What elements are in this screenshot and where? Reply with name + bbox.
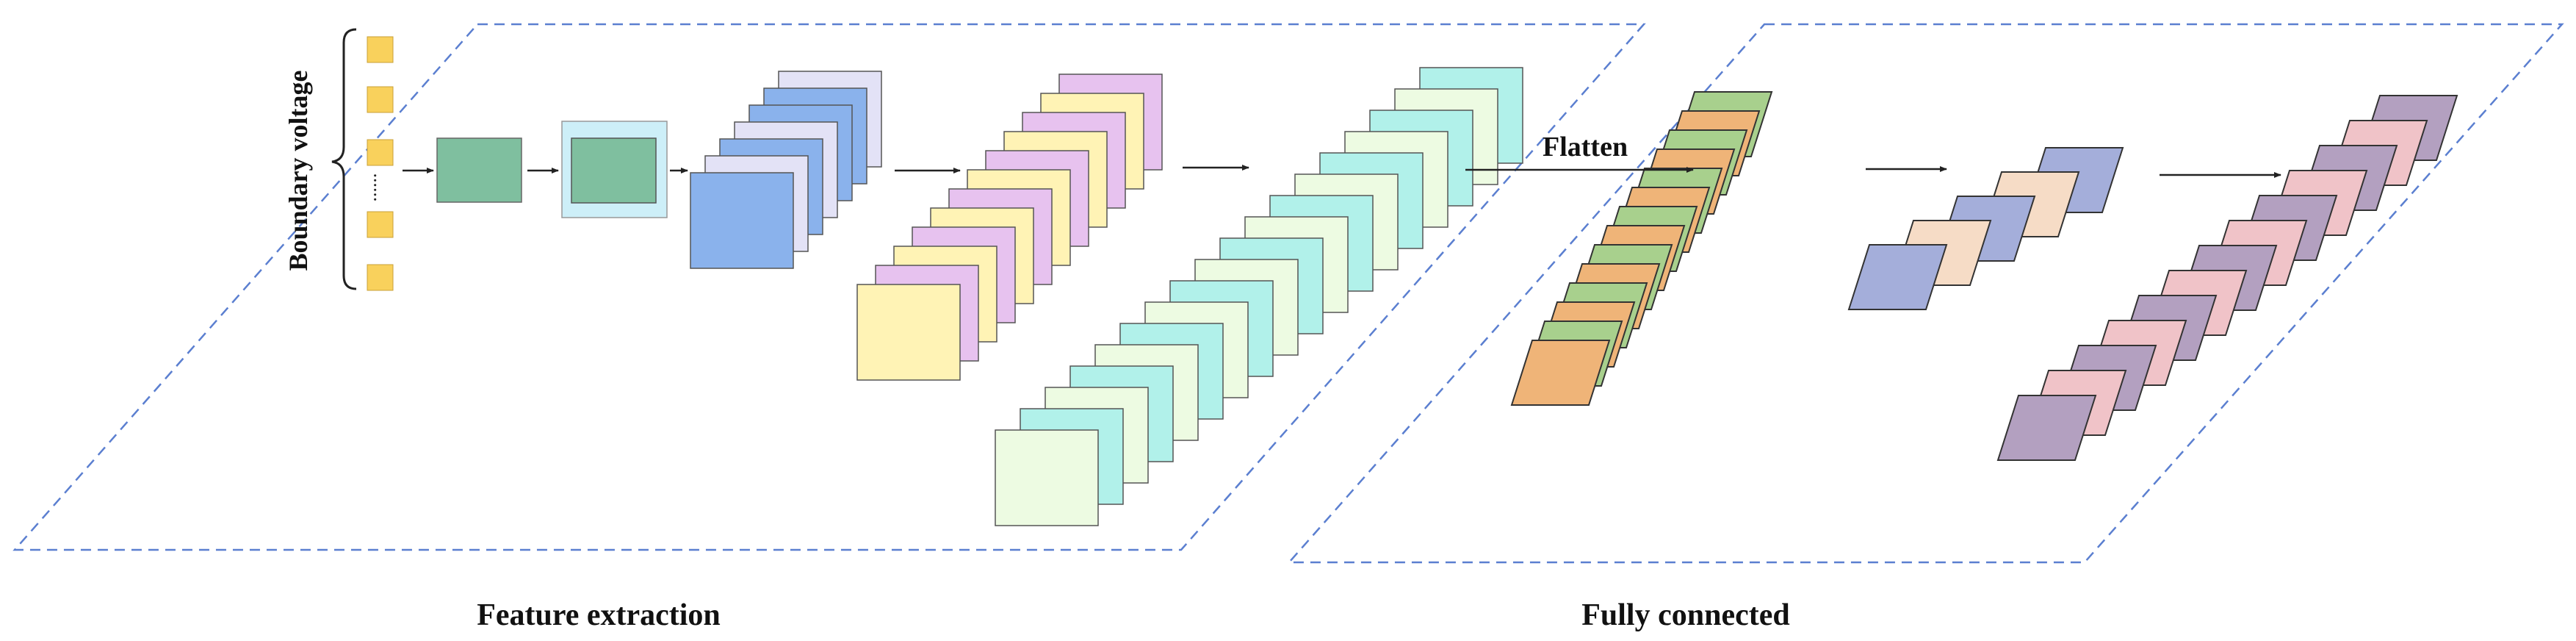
feature-map: [690, 172, 794, 269]
input-node: [367, 264, 394, 291]
boundary-voltage-label: Boundary voltage: [284, 70, 313, 271]
flatten-label: Flatten: [1543, 132, 1628, 162]
fc-layer-3: [1996, 95, 2458, 461]
feature-map-stack-1: [690, 71, 882, 269]
feature-map: [995, 429, 1099, 526]
fully-connected-label: Fully connected: [1581, 598, 1789, 632]
feature-map-stack-3: [995, 67, 1523, 526]
input-node: [367, 36, 394, 63]
input-nodes: [367, 36, 394, 291]
arrows: [403, 165, 2281, 178]
fully-connected-panel: [1287, 23, 2564, 564]
conv-block-2-core: [571, 137, 657, 204]
fc-layer-1: [1510, 91, 1773, 406]
input-node: [367, 211, 394, 238]
feature-extraction-label: Feature extraction: [477, 598, 721, 632]
fc-neuron: [1510, 340, 1611, 406]
input-ellipsis: ......: [359, 173, 380, 202]
fc-layer-2: [1847, 147, 2124, 310]
input-node: [367, 139, 394, 166]
feature-extraction-panel: [12, 23, 1646, 551]
input-node: [367, 86, 394, 113]
fc-neuron: [1996, 395, 2097, 461]
fc-neuron: [1847, 244, 1948, 310]
conv-block-1: [436, 137, 522, 203]
conv-block-2: [561, 121, 668, 218]
input-brace: [331, 28, 357, 290]
feature-map-stack-2: [856, 74, 1163, 381]
feature-map: [856, 284, 961, 381]
